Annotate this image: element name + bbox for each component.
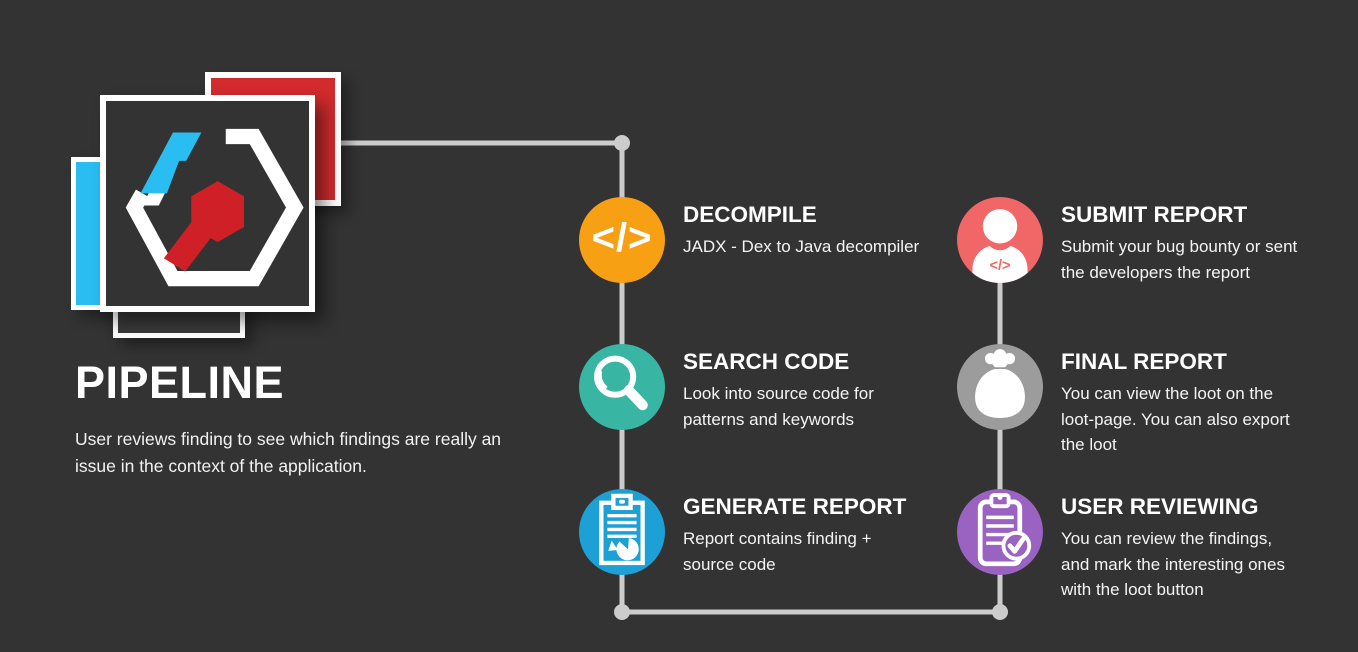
junction-dot bbox=[614, 135, 630, 151]
final-circle bbox=[957, 344, 1043, 430]
code-hexagon-logo-icon bbox=[125, 128, 304, 287]
code-icon: </> bbox=[591, 215, 653, 260]
step-text: USER REVIEWING You can review the findin… bbox=[1061, 493, 1353, 603]
step-description: Report contains finding + source code bbox=[683, 529, 872, 574]
step-description: You can review the findings, and mark th… bbox=[1061, 529, 1285, 599]
review-circle bbox=[957, 489, 1043, 575]
step-text: GENERATE REPORT Report contains finding … bbox=[683, 493, 975, 577]
step-description: JADX - Dex to Java decompiler bbox=[683, 237, 920, 256]
step-description: Look into source code for patterns and k… bbox=[683, 384, 874, 429]
step-decompile: </> DECOMPILE JADX - Dex to Java decompi… bbox=[579, 197, 975, 283]
step-title: GENERATE REPORT bbox=[683, 494, 907, 519]
junction-dot bbox=[614, 604, 630, 620]
report-pie-icon bbox=[599, 493, 645, 566]
step-description: You can view the loot on the loot-page. … bbox=[1061, 384, 1290, 454]
heading-block: PIPELINE User reviews finding to see whi… bbox=[75, 358, 555, 480]
step-text: DECOMPILE JADX - Dex to Java decompiler bbox=[683, 201, 975, 283]
step-text: SUBMIT REPORT Submit your bug bounty or … bbox=[1061, 201, 1353, 285]
person-code-icon: </> bbox=[972, 209, 1028, 283]
step-submit-report: </> SUBMIT REPORT Submit your bug bounty… bbox=[957, 197, 1353, 285]
step-title: SEARCH CODE bbox=[683, 349, 850, 374]
step-user-reviewing: USER REVIEWING You can review the findin… bbox=[957, 489, 1353, 603]
step-title: SUBMIT REPORT bbox=[1061, 202, 1248, 227]
step-final-report: FINAL REPORT You can view the loot on th… bbox=[957, 344, 1353, 458]
decompile-circle: </> bbox=[579, 197, 665, 283]
step-description: Submit your bug bounty or sent the devel… bbox=[1061, 237, 1298, 282]
svg-text:</>: </> bbox=[989, 258, 1010, 274]
search-icon bbox=[594, 355, 648, 411]
step-text: FINAL REPORT You can view the loot on th… bbox=[1061, 348, 1353, 458]
generate-circle bbox=[579, 489, 665, 575]
logo-main-square bbox=[100, 95, 315, 312]
step-text: SEARCH CODE Look into source code for pa… bbox=[683, 348, 975, 432]
search-circle bbox=[579, 344, 665, 430]
step-title: USER REVIEWING bbox=[1061, 494, 1259, 519]
money-bag-icon bbox=[975, 349, 1025, 418]
step-title: DECOMPILE bbox=[683, 202, 817, 227]
step-generate-report: GENERATE REPORT Report contains finding … bbox=[579, 489, 975, 577]
page-title: PIPELINE bbox=[75, 357, 285, 408]
step-title: FINAL REPORT bbox=[1061, 349, 1227, 374]
step-search-code: SEARCH CODE Look into source code for pa… bbox=[579, 344, 975, 432]
junction-dot bbox=[992, 604, 1008, 620]
submit-circle: </> bbox=[957, 197, 1043, 283]
clipboard-check-icon bbox=[977, 493, 1032, 567]
page-description: User reviews finding to see which findin… bbox=[75, 429, 502, 476]
